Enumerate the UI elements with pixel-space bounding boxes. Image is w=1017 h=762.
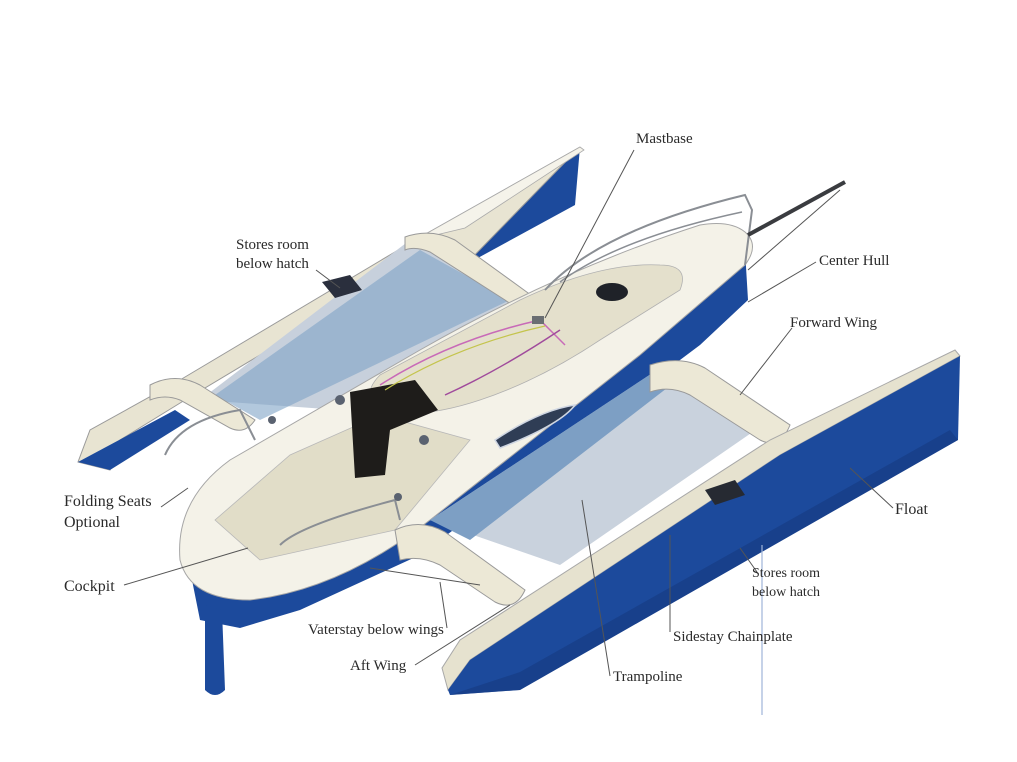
port-trampoline: [200, 240, 530, 420]
center-hull: [164, 180, 846, 695]
label-aft-wing: Aft Wing: [350, 658, 407, 674]
label-center-hull: Center Hull: [819, 253, 890, 269]
port-aft-wing: [149, 378, 256, 431]
starboard-float: [394, 349, 961, 695]
label-trampoline: Trampoline: [613, 669, 683, 685]
label-forward-wing: Forward Wing: [790, 315, 878, 331]
label-stores-room-port: Stores room below hatch: [236, 237, 309, 272]
label-cockpit: Cockpit: [64, 578, 115, 595]
port-hatch: [322, 275, 362, 298]
leader-lines: [123, 149, 894, 677]
label-sidestay-chainplate: Sidestay Chainplate: [673, 629, 793, 645]
label-mastbase: Mastbase: [636, 131, 693, 147]
label-vaterstay: Vaterstay below wings: [308, 622, 444, 638]
label-float: Float: [895, 501, 928, 518]
label-stores-room-starboard: Stores room below hatch: [752, 566, 821, 600]
label-folding-seats: Folding Seats Optional: [64, 493, 152, 531]
